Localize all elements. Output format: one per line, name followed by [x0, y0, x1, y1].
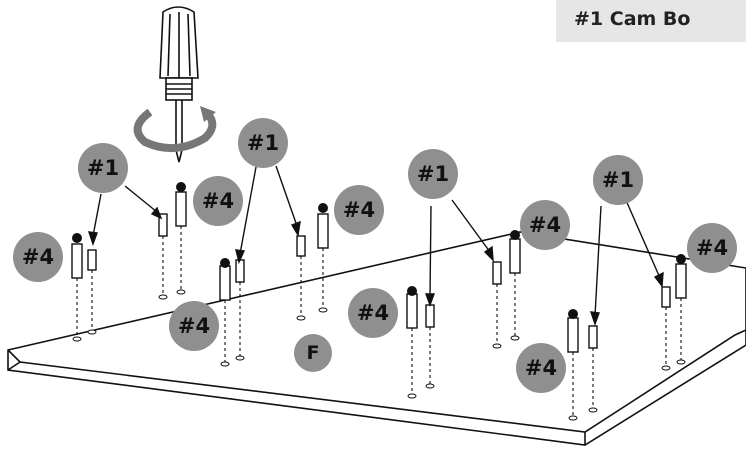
- rotation-arrow-icon: [133, 106, 217, 153]
- badge-text: #4: [202, 189, 234, 213]
- badge-text: #4: [22, 245, 54, 269]
- cam-bolt-label-badge: #4: [334, 185, 384, 235]
- badge-text: #1: [87, 156, 119, 180]
- screwdriver-icon: [159, 6, 199, 163]
- cam-bolt-label-badge: #4: [169, 301, 219, 351]
- guide-lines: [72, 226, 686, 421]
- badge-text: #4: [357, 301, 389, 325]
- cam-bolt-label-badge: #4: [13, 232, 63, 282]
- cam-bolt-label-badge: #4: [520, 200, 570, 250]
- cam-bolt-label-badge: #4: [193, 176, 243, 226]
- dowel-label-badge: #1: [238, 118, 288, 168]
- cam-bolt-label-badge: #4: [516, 343, 566, 393]
- dowel-label-badge: #1: [593, 155, 643, 205]
- cam-bolt-label-badge: #4: [687, 223, 737, 273]
- panel-label-badge: F: [294, 334, 332, 372]
- cam-bolt-label-badge: #4: [348, 288, 398, 338]
- badge-text: #4: [343, 198, 375, 222]
- step-title: #1 Cam Bo: [574, 8, 691, 30]
- badge-text: #1: [417, 162, 449, 186]
- panel-label-text: F: [307, 342, 320, 364]
- badge-text: #4: [529, 213, 561, 237]
- badge-text: #4: [696, 236, 728, 260]
- dowel-label-badge: #1: [408, 149, 458, 199]
- pointer-arrows: [87, 165, 664, 327]
- badge-text: #4: [525, 356, 557, 380]
- badge-text: #1: [247, 131, 279, 155]
- badge-text: #1: [602, 168, 634, 192]
- panel-board: [7, 231, 746, 446]
- step-header-tab: #1 Cam Bo: [556, 0, 746, 42]
- dowel-label-badge: #1: [78, 143, 128, 193]
- badge-text: #4: [178, 314, 210, 338]
